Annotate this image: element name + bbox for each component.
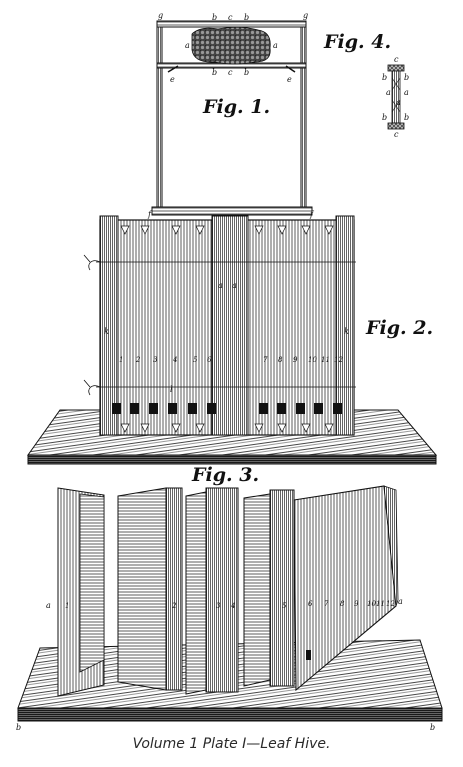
fig2-strings: [83, 254, 101, 396]
fig1-letter: f: [147, 210, 153, 219]
fig3-number: 10: [367, 600, 376, 608]
fig3-number: 4: [230, 602, 235, 610]
fig2-label: Fig. 2.: [365, 317, 433, 339]
fig3-letter: a: [46, 601, 51, 610]
fig2-hive-body: [96, 215, 356, 436]
fig3-number: 1: [65, 602, 69, 610]
fig1-letter: g: [303, 11, 308, 20]
fig3-letter: b: [16, 723, 21, 732]
fig2-letter: a: [232, 281, 237, 290]
fig3-number: 3: [216, 602, 221, 610]
fig4-letter: a: [396, 98, 401, 107]
fig4-letter: c: [394, 130, 399, 139]
fig2-number: 7: [263, 356, 268, 364]
fig2-number: 3: [153, 356, 158, 364]
fig3-number: 11: [376, 600, 385, 608]
fig3-number: 5: [282, 602, 287, 610]
fig1-letter: a: [185, 41, 190, 50]
fig4-letter: b: [382, 73, 387, 82]
engraved-plate: g g b c b a a b c b e e f f Fig. 1. Fig.…: [16, 11, 443, 732]
fig1-letter: g: [158, 11, 163, 20]
fig1-letter: c: [228, 13, 233, 22]
fig1-letter: b: [244, 68, 249, 77]
fig2-frame-numbers: 1 2 3 4 5 6 7 8 9 10 11 12: [119, 356, 343, 364]
fig4-letter: a: [404, 88, 409, 97]
fig1-letter: f: [309, 210, 315, 219]
fig4-section: [387, 64, 405, 130]
fig1-letter: e: [287, 75, 292, 84]
fig3-number: 7: [324, 600, 329, 608]
fig1-letter: a: [273, 41, 278, 50]
fig2-number: 6: [207, 356, 212, 364]
fig1-frame: [151, 20, 313, 216]
fig3-number: 8: [340, 600, 345, 608]
fig2-number: 11: [321, 356, 330, 364]
fig2-letters: a a k k l: [104, 281, 349, 394]
fig1-label: Fig. 1.: [202, 96, 270, 118]
fig2-number: 10: [308, 356, 317, 364]
fig2-letter: k: [104, 327, 109, 336]
fig3-number: 6: [308, 600, 313, 608]
fig4-letter: a: [386, 88, 391, 97]
fig2-letter: k: [344, 327, 349, 336]
fig2-number: 5: [193, 356, 198, 364]
fig2-number: 9: [293, 356, 298, 364]
fig3-label: Fig. 3.: [191, 464, 259, 486]
fig3-leaves: [57, 485, 399, 697]
fig3-number: 9: [354, 600, 359, 608]
fig3-frame-numbers: 1 2 3 4 5 6 7 8 9 10 11 12: [65, 600, 395, 610]
fig4-letter: b: [382, 113, 387, 122]
fig4-letters: c b b b b a a a c: [382, 55, 409, 139]
fig2-number: 4: [172, 356, 177, 364]
fig3-number: 12: [386, 600, 395, 608]
fig2-number: 2: [135, 356, 141, 364]
fig1-letter: b: [244, 13, 249, 22]
fig3-letters: a a b b: [16, 597, 435, 732]
fig1-letter: b: [212, 13, 217, 22]
fig1-letter: b: [212, 68, 217, 77]
fig1-letters: g g b c b a a b c b e e f f: [147, 11, 315, 219]
fig2-number: 8: [278, 356, 283, 364]
fig1-letter: e: [170, 75, 175, 84]
fig3-number: 2: [171, 602, 177, 610]
plate-caption: Volume 1 Plate I—Leaf Hive.: [132, 736, 331, 752]
fig2-letter: l: [170, 385, 173, 394]
fig4-letter: b: [404, 73, 409, 82]
fig1-letter: c: [228, 68, 233, 77]
fig4-letter: c: [394, 55, 399, 64]
fig2-entrance-row: [112, 403, 342, 414]
fig4-label: Fig. 4.: [323, 31, 391, 53]
fig2-letter: a: [218, 281, 223, 290]
fig3-letter: a: [398, 597, 403, 606]
fig2-tabs: [120, 225, 334, 433]
fig4-letter: b: [404, 113, 409, 122]
fig2-number: 1: [119, 356, 123, 364]
fig2-number: 12: [334, 356, 343, 364]
fig3-letter: b: [430, 723, 435, 732]
honeycomb: [191, 26, 271, 65]
